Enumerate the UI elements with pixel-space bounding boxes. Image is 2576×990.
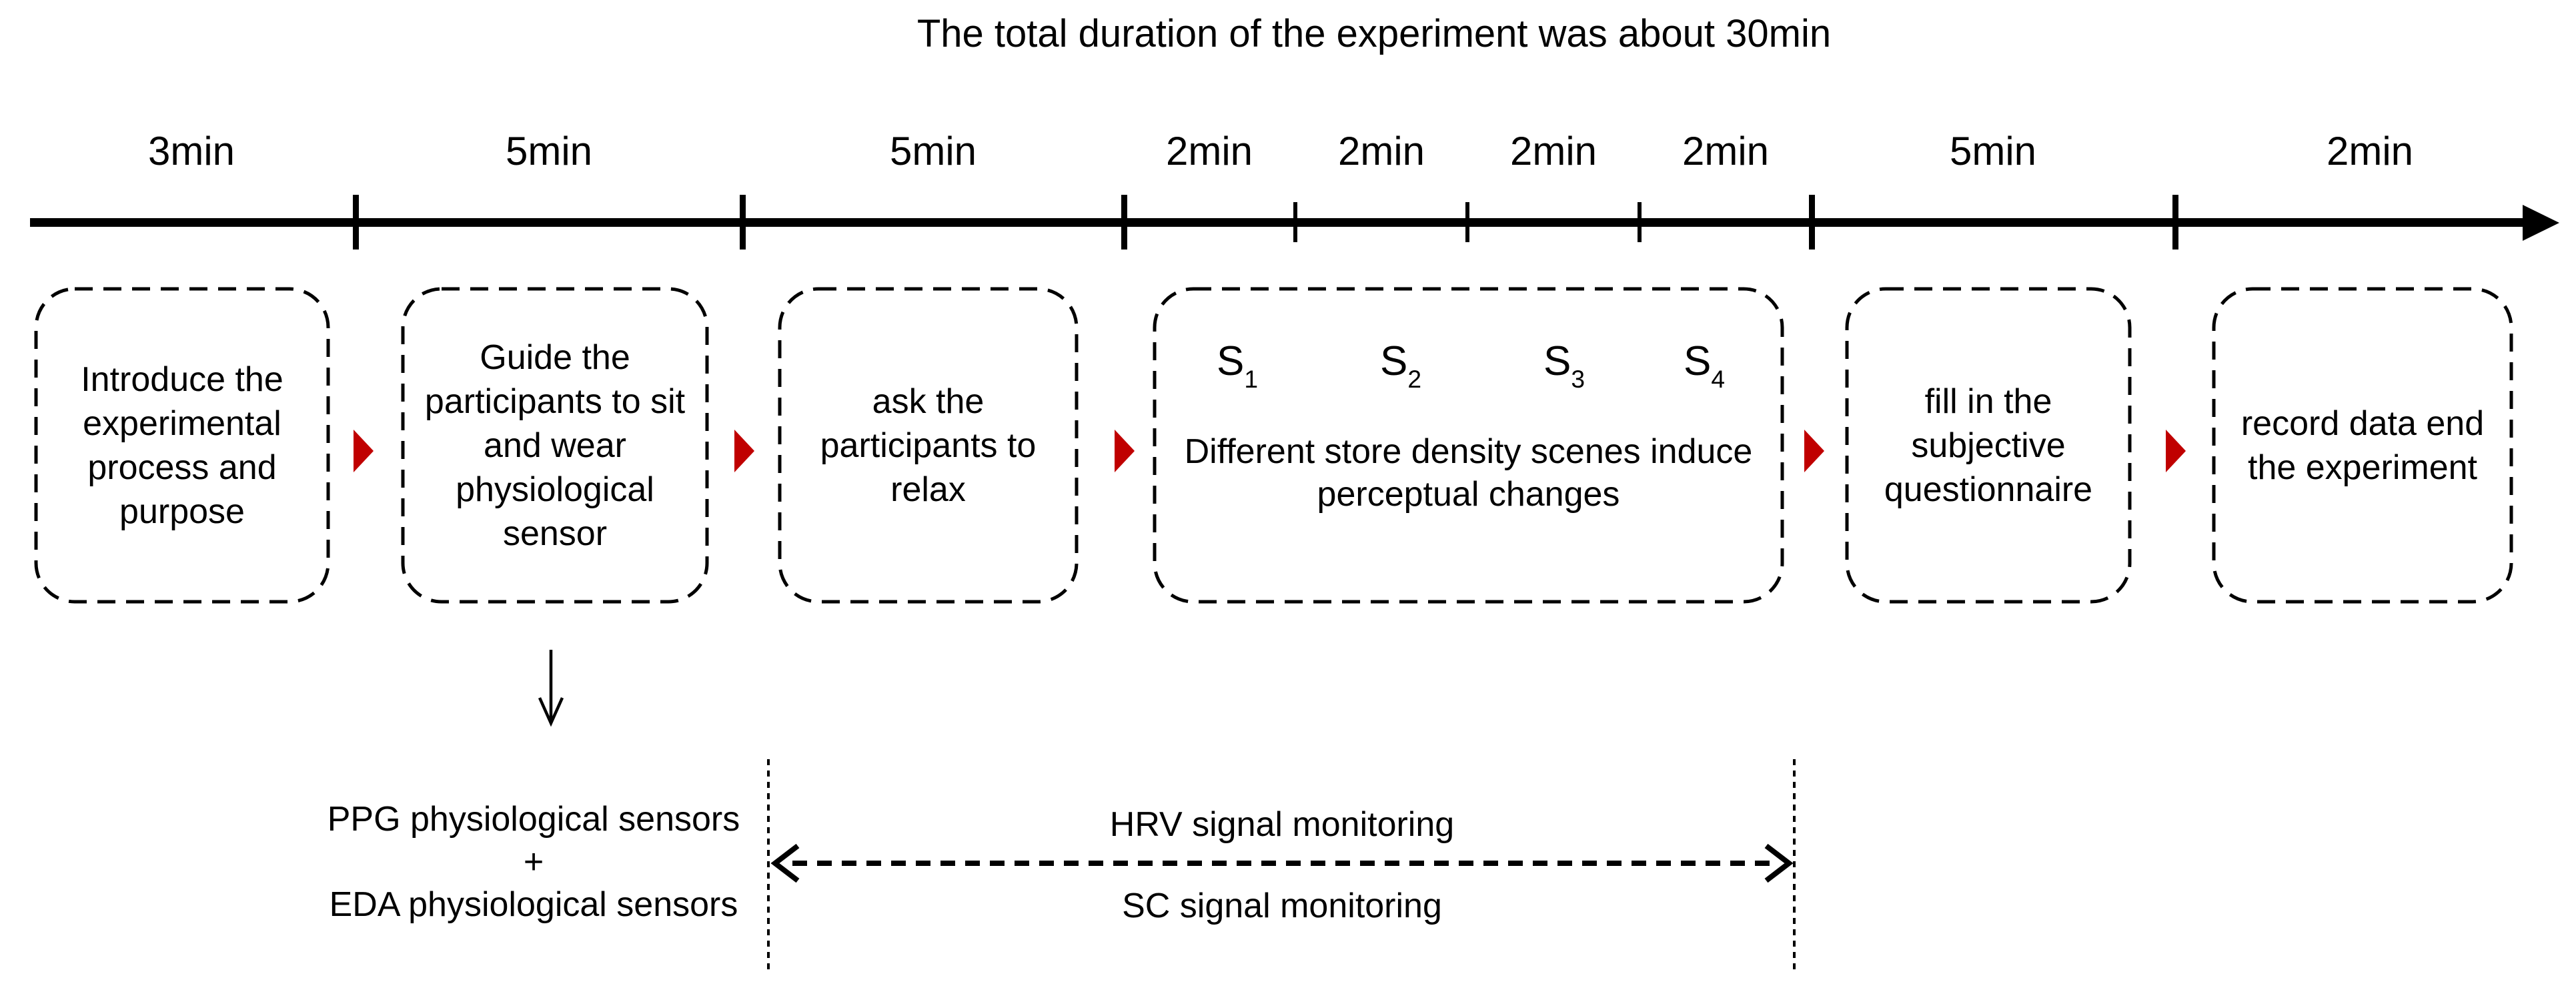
duration-label-4: 2min: [1165, 129, 1253, 173]
step-label: Different store density scenes induce pe…: [1184, 432, 1753, 514]
duration-label-7: 2min: [1682, 129, 1770, 173]
step-box-wear-sensor: Guide the participants to sit and wear p…: [401, 287, 709, 604]
sc-monitoring-label: SC signal monitoring: [1122, 887, 1442, 925]
step-box-questionnaire: fill in the subjective questionnaire: [1845, 287, 2132, 604]
step-box-record: record data end the experiment: [2212, 287, 2513, 604]
timeline-tick-major: [1809, 195, 1815, 250]
duration-label-1: 3min: [147, 129, 235, 173]
monitoring-range-arrow-icon: [770, 843, 1794, 883]
scene-label-s3: S3: [1543, 338, 1585, 393]
flow-arrow-icon: [2166, 430, 2186, 472]
scene-label-s1: S1: [1216, 338, 1259, 393]
down-arrow-icon: [538, 650, 564, 727]
flow-arrow-icon: [354, 430, 374, 472]
duration-label-5: 2min: [1337, 129, 1425, 173]
timeline-tick-major: [353, 195, 359, 250]
hrv-monitoring-label: HRV signal monitoring: [1109, 805, 1455, 844]
duration-label-2: 5min: [505, 129, 593, 173]
dashed-border: [401, 287, 709, 604]
timeline-axis: [30, 218, 2528, 227]
flow-arrow-icon: [1804, 430, 1824, 472]
duration-label-9: 2min: [2326, 129, 2414, 173]
timeline-tick-minor: [1465, 202, 1469, 242]
sensor-note: PPG physiological sensors + EDA physiolo…: [313, 798, 754, 926]
duration-label-8: 5min: [1949, 129, 2037, 173]
timeline-tick-minor: [1293, 202, 1297, 242]
sensor-note-line1: PPG physiological sensors: [327, 800, 740, 839]
monitor-range-end-line: [1793, 759, 1796, 974]
timeline-arrowhead-icon: [2523, 205, 2559, 241]
step-box-introduce: Introduce the experimental process and p…: [34, 287, 330, 604]
step-label: fill in the subjective questionnaire: [1884, 382, 2093, 509]
timeline-tick-major: [1121, 195, 1127, 250]
step-label: Introduce the experimental process and p…: [81, 360, 283, 531]
flow-arrow-icon: [734, 430, 754, 472]
diagram-title: The total duration of the experiment was…: [916, 12, 1832, 55]
scene-label-s2: S2: [1379, 338, 1422, 393]
duration-label-6: 2min: [1509, 129, 1597, 173]
scene-label-s4: S4: [1683, 338, 1726, 393]
step-label: ask the participants to relax: [820, 382, 1037, 509]
plus-sign: +: [523, 843, 544, 881]
step-label: record data end the experiment: [2240, 404, 2485, 487]
timeline-tick-major: [2172, 195, 2178, 250]
monitor-range-start-line: [767, 759, 770, 974]
timeline-tick-minor: [1638, 202, 1642, 242]
sensor-note-line2: EDA physiological sensors: [329, 885, 738, 924]
timeline-tick-major: [740, 195, 746, 250]
dashed-border: [1845, 287, 2132, 604]
step-box-scenes: S1 S2 S3 S4 Different store density scen…: [1153, 287, 1784, 604]
step-box-relax: ask the participants to relax: [778, 287, 1079, 604]
dashed-border: [1153, 287, 1784, 604]
dashed-border: [2212, 287, 2513, 604]
step-label: Guide the participants to sit and wear p…: [424, 338, 686, 553]
duration-label-3: 5min: [889, 129, 977, 173]
flow-arrow-icon: [1115, 430, 1135, 472]
